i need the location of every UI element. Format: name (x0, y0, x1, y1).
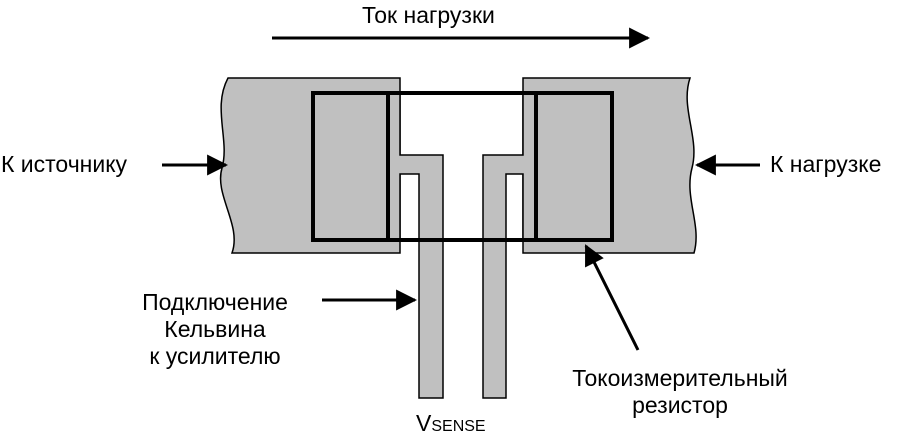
kelvin-connection-label: Подключение Кельвина к усилителю (115, 289, 315, 370)
vsense-main: V (416, 410, 432, 436)
resistor-label-line-2: резистор (632, 392, 728, 418)
kelvin-label-line-1: Подключение (142, 289, 288, 315)
kelvin-label-line-3: к усилителю (149, 343, 281, 369)
load-current-label: Ток нагрузки (362, 2, 495, 28)
left-copper-pad (219, 77, 401, 254)
to-load-label: К нагрузке (770, 151, 882, 177)
kelvin-label-line-2: Кельвина (164, 316, 266, 342)
to-source-label: К источнику (1, 151, 128, 177)
sense-resistor-label: Токоизмерительный резистор (535, 365, 825, 419)
sense-resistor-body (311, 91, 614, 242)
vsense-subscript: SENSE (431, 418, 486, 435)
right-copper-pad (522, 77, 697, 254)
resistor-label-line-1: Токоизмерительный (572, 365, 788, 391)
vsense-label: VSENSE (416, 410, 486, 440)
sense-resistor-arrow (584, 244, 640, 351)
